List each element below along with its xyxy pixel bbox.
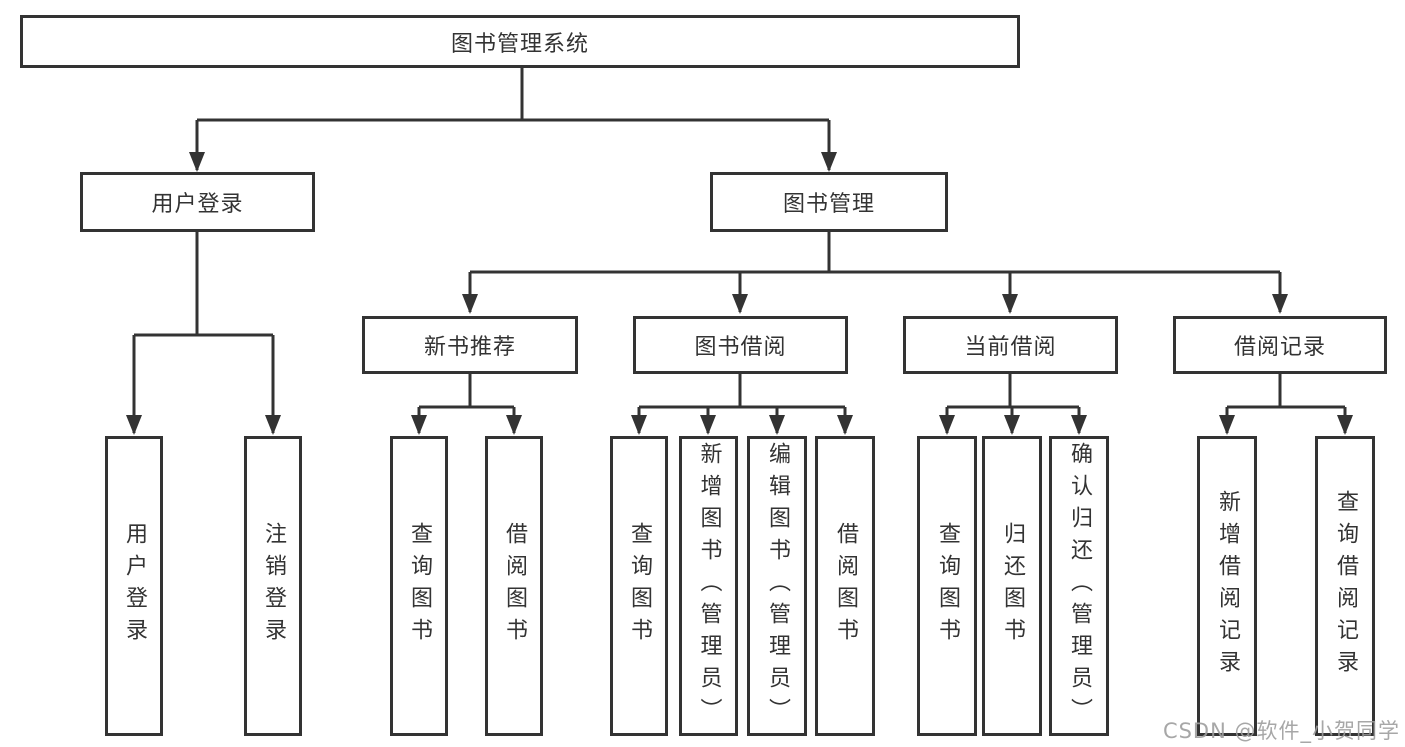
leaf-label: 确认归还（管理员）: [1067, 442, 1092, 730]
leaf-label: 借阅图书: [502, 522, 527, 650]
leaf-label: 查询图书: [407, 522, 432, 650]
leaf-label: 归还图书: [1000, 522, 1025, 650]
node-book-management: 图书管理: [710, 172, 948, 232]
leaf-borrow-book: 借阅图书: [815, 436, 875, 736]
connector-user-login: [126, 232, 281, 435]
leaf-query-book-borrow: 查询图书: [610, 436, 668, 736]
leaf-label: 用户登录: [122, 522, 147, 650]
connector-borrow-record: [1219, 374, 1353, 435]
leaf-label: 借阅图书: [833, 522, 858, 650]
connector-book-borrow: [631, 374, 853, 435]
leaf-user-login: 用户登录: [105, 436, 163, 736]
leaf-query-book-recommend: 查询图书: [390, 436, 448, 736]
leaf-label: 新增借阅记录: [1215, 490, 1240, 682]
node-current-borrow: 当前借阅: [903, 316, 1118, 374]
leaf-label: 编辑图书（管理员）: [765, 442, 790, 730]
node-new-book-recommend: 新书推荐: [362, 316, 578, 374]
leaf-query-borrow-record: 查询借阅记录: [1315, 436, 1375, 736]
leaf-return-book: 归还图书: [982, 436, 1042, 736]
leaf-edit-book-admin: 编辑图书（管理员）: [747, 436, 807, 736]
leaf-query-book-current: 查询图书: [917, 436, 977, 736]
connector-current-borrow: [939, 374, 1087, 435]
connector-root: [189, 68, 837, 172]
leaf-label: 查询图书: [935, 522, 960, 650]
node-book-borrow: 图书借阅: [633, 316, 848, 374]
connector-new-book-recommend: [411, 374, 522, 435]
leaf-borrow-book-recommend: 借阅图书: [485, 436, 543, 736]
leaf-label: 注销登录: [261, 522, 286, 650]
node-root: 图书管理系统: [20, 15, 1020, 68]
leaf-label: 查询图书: [627, 522, 652, 650]
leaf-confirm-return-admin: 确认归还（管理员）: [1049, 436, 1109, 736]
leaf-label: 查询借阅记录: [1333, 490, 1358, 682]
connector-book-management: [462, 232, 1288, 314]
leaf-logout: 注销登录: [244, 436, 302, 736]
leaf-label: 新增图书（管理员）: [696, 442, 722, 730]
leaf-add-book-admin: 新增图书（管理员）: [679, 436, 738, 736]
node-borrow-record: 借阅记录: [1173, 316, 1387, 374]
leaf-add-borrow-record: 新增借阅记录: [1197, 436, 1257, 736]
node-user-login: 用户登录: [80, 172, 315, 232]
